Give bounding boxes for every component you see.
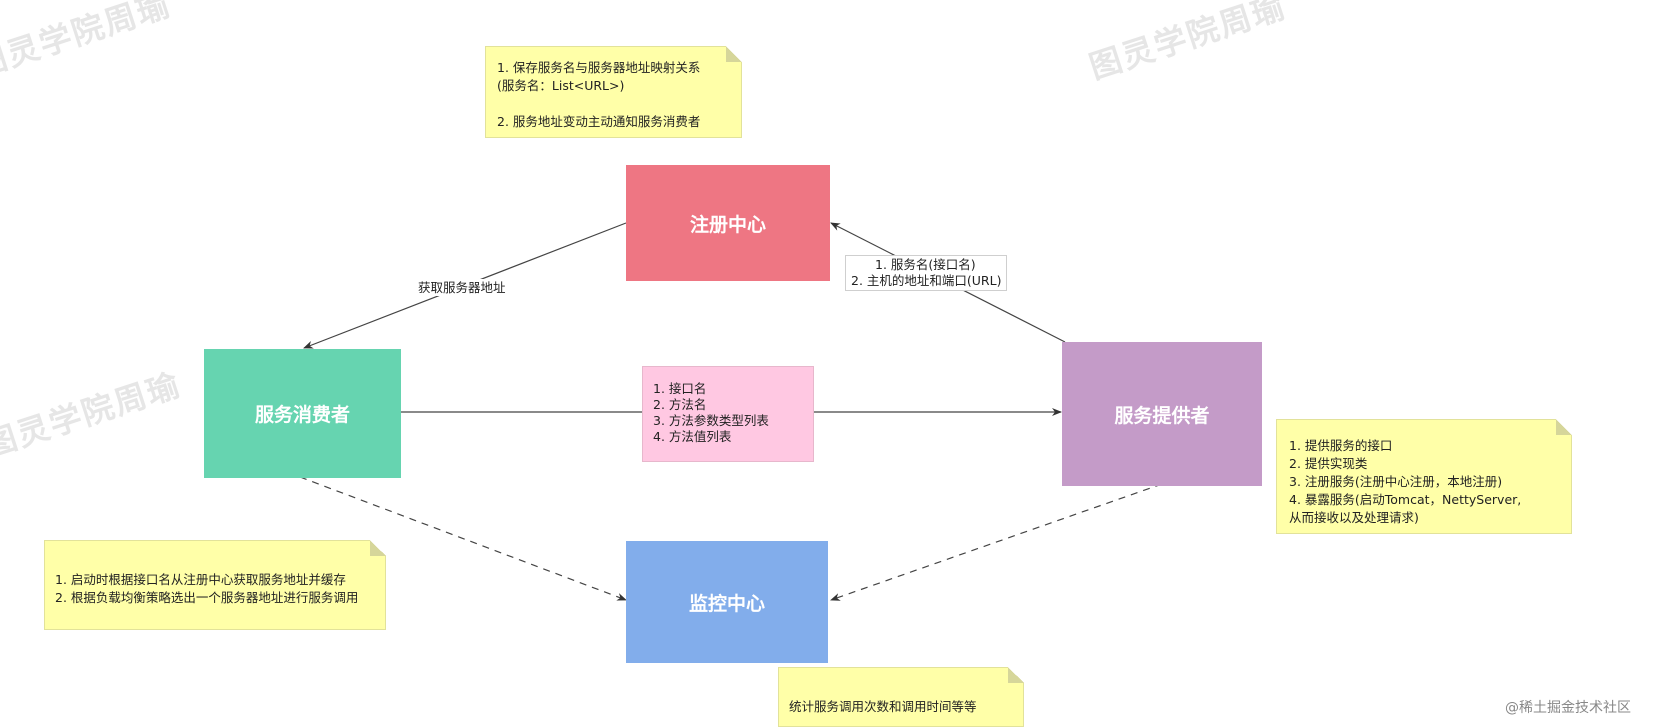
edge-provider-to-monitor	[830, 483, 1163, 601]
param-line: 2. 方法名	[653, 397, 707, 412]
note-monitor: 统计服务调用次数和调用时间等等	[778, 667, 1024, 727]
note-line: (服务名：List<URL>)	[497, 78, 625, 93]
param-line: 4. 方法值列表	[653, 429, 732, 444]
note-line: 1. 提供服务的接口	[1289, 438, 1393, 453]
note-registry: 1. 保存服务名与服务器地址映射关系 (服务名：List<URL>) 2. 服务…	[485, 46, 742, 138]
note-line: 2. 服务地址变动主动通知服务消费者	[497, 114, 701, 129]
note-provider: 1. 提供服务的接口 2. 提供实现类 3. 注册服务(注册中心注册，本地注册)…	[1276, 419, 1572, 534]
edge-label-get-address: 获取服务器地址	[418, 279, 506, 296]
label-line: 2. 主机的地址和端口(URL)	[851, 273, 1002, 288]
param-line: 3. 方法参数类型列表	[653, 413, 769, 428]
note-fold	[1556, 419, 1572, 435]
edge-label-call-params: 1. 接口名 2. 方法名 3. 方法参数类型列表 4. 方法值列表	[642, 366, 814, 462]
provider-node: 服务提供者	[1062, 342, 1262, 486]
note-fold	[1008, 667, 1024, 683]
note-line: 2. 根据负载均衡策略选出一个服务器地址进行服务调用	[55, 590, 359, 605]
param-line: 1. 接口名	[653, 381, 707, 396]
consumer-label: 服务消费者	[254, 404, 350, 426]
monitor-label: 监控中心	[688, 592, 765, 615]
note-line: 1. 保存服务名与服务器地址映射关系	[497, 60, 701, 75]
note-line: 从而接收以及处理请求)	[1289, 510, 1419, 525]
note-line: 2. 提供实现类	[1289, 456, 1368, 471]
note-fold	[370, 540, 386, 556]
registry-label: 注册中心	[689, 213, 766, 236]
edge-label-register-info: 1. 服务名(接口名) 2. 主机的地址和端口(URL)	[845, 255, 1008, 291]
monitor-node: 监控中心	[626, 541, 828, 663]
note-fold	[726, 46, 742, 62]
edge-consumer-to-monitor	[299, 476, 627, 601]
note-line: 1. 启动时根据接口名从注册中心获取服务地址并缓存	[55, 572, 346, 587]
registry-node: 注册中心	[626, 165, 830, 281]
note-consumer: 1. 启动时根据接口名从注册中心获取服务地址并缓存 2. 根据负载均衡策略选出一…	[44, 540, 386, 630]
note-line	[497, 95, 741, 113]
note-line: 3. 注册服务(注册中心注册，本地注册)	[1289, 474, 1503, 489]
source-credit: @稀土掘金技术社区	[1505, 700, 1631, 716]
note-line: 统计服务调用次数和调用时间等等	[789, 699, 977, 714]
consumer-node: 服务消费者	[204, 349, 401, 478]
label-line: 1. 服务名(接口名)	[875, 257, 976, 272]
provider-label: 服务提供者	[1114, 404, 1210, 427]
note-line: 4. 暴露服务(启动Tomcat，NettyServer,	[1289, 492, 1522, 507]
